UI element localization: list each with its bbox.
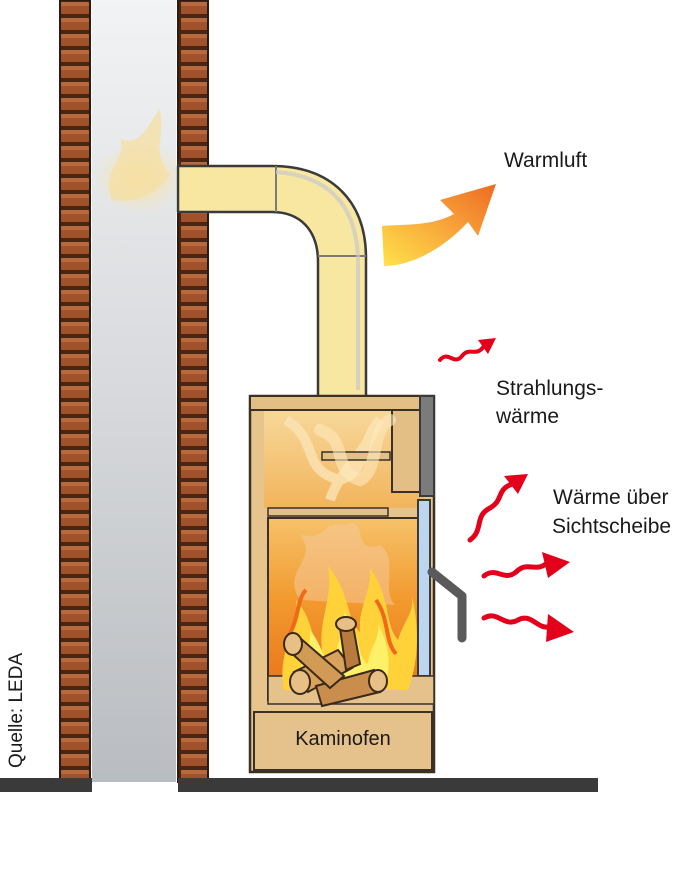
glass-heat-wave-icon-3 xyxy=(481,613,574,642)
baffle-plate-upper xyxy=(321,451,391,461)
label-stove: Kaminofen xyxy=(295,728,391,750)
smoke-in-chimney xyxy=(94,110,186,214)
glass-heat-wave-icon-1 xyxy=(467,474,528,543)
firewood-logs xyxy=(283,616,388,708)
label-radiant-heat-line2: wärme xyxy=(496,405,560,428)
label-glass-heat-line1: Wärme über xyxy=(553,486,669,509)
chimney-flue xyxy=(92,0,176,782)
glass-pane xyxy=(417,499,431,677)
source-note: Quelle: LEDA xyxy=(6,652,27,768)
baffle-plate-lower xyxy=(267,507,389,517)
stove xyxy=(248,394,467,774)
warm-air-arrow xyxy=(382,184,496,266)
heat-wave-arrows xyxy=(438,338,574,642)
chimney-wall-left xyxy=(59,0,91,783)
label-glass-heat-line2: Sichtscheibe xyxy=(552,515,672,538)
radiant-heat-wave-icon xyxy=(438,338,496,362)
glass-heat-wave-icon-2 xyxy=(481,552,570,579)
chimney-wall-right xyxy=(177,0,209,783)
stove-base xyxy=(253,711,433,771)
door-handle xyxy=(427,567,467,643)
floor xyxy=(178,778,598,792)
label-warm-air: Warmluft xyxy=(504,149,588,172)
label-radiant-heat-line1: Strahlungs- xyxy=(496,377,604,400)
flue-pipe xyxy=(176,164,368,400)
